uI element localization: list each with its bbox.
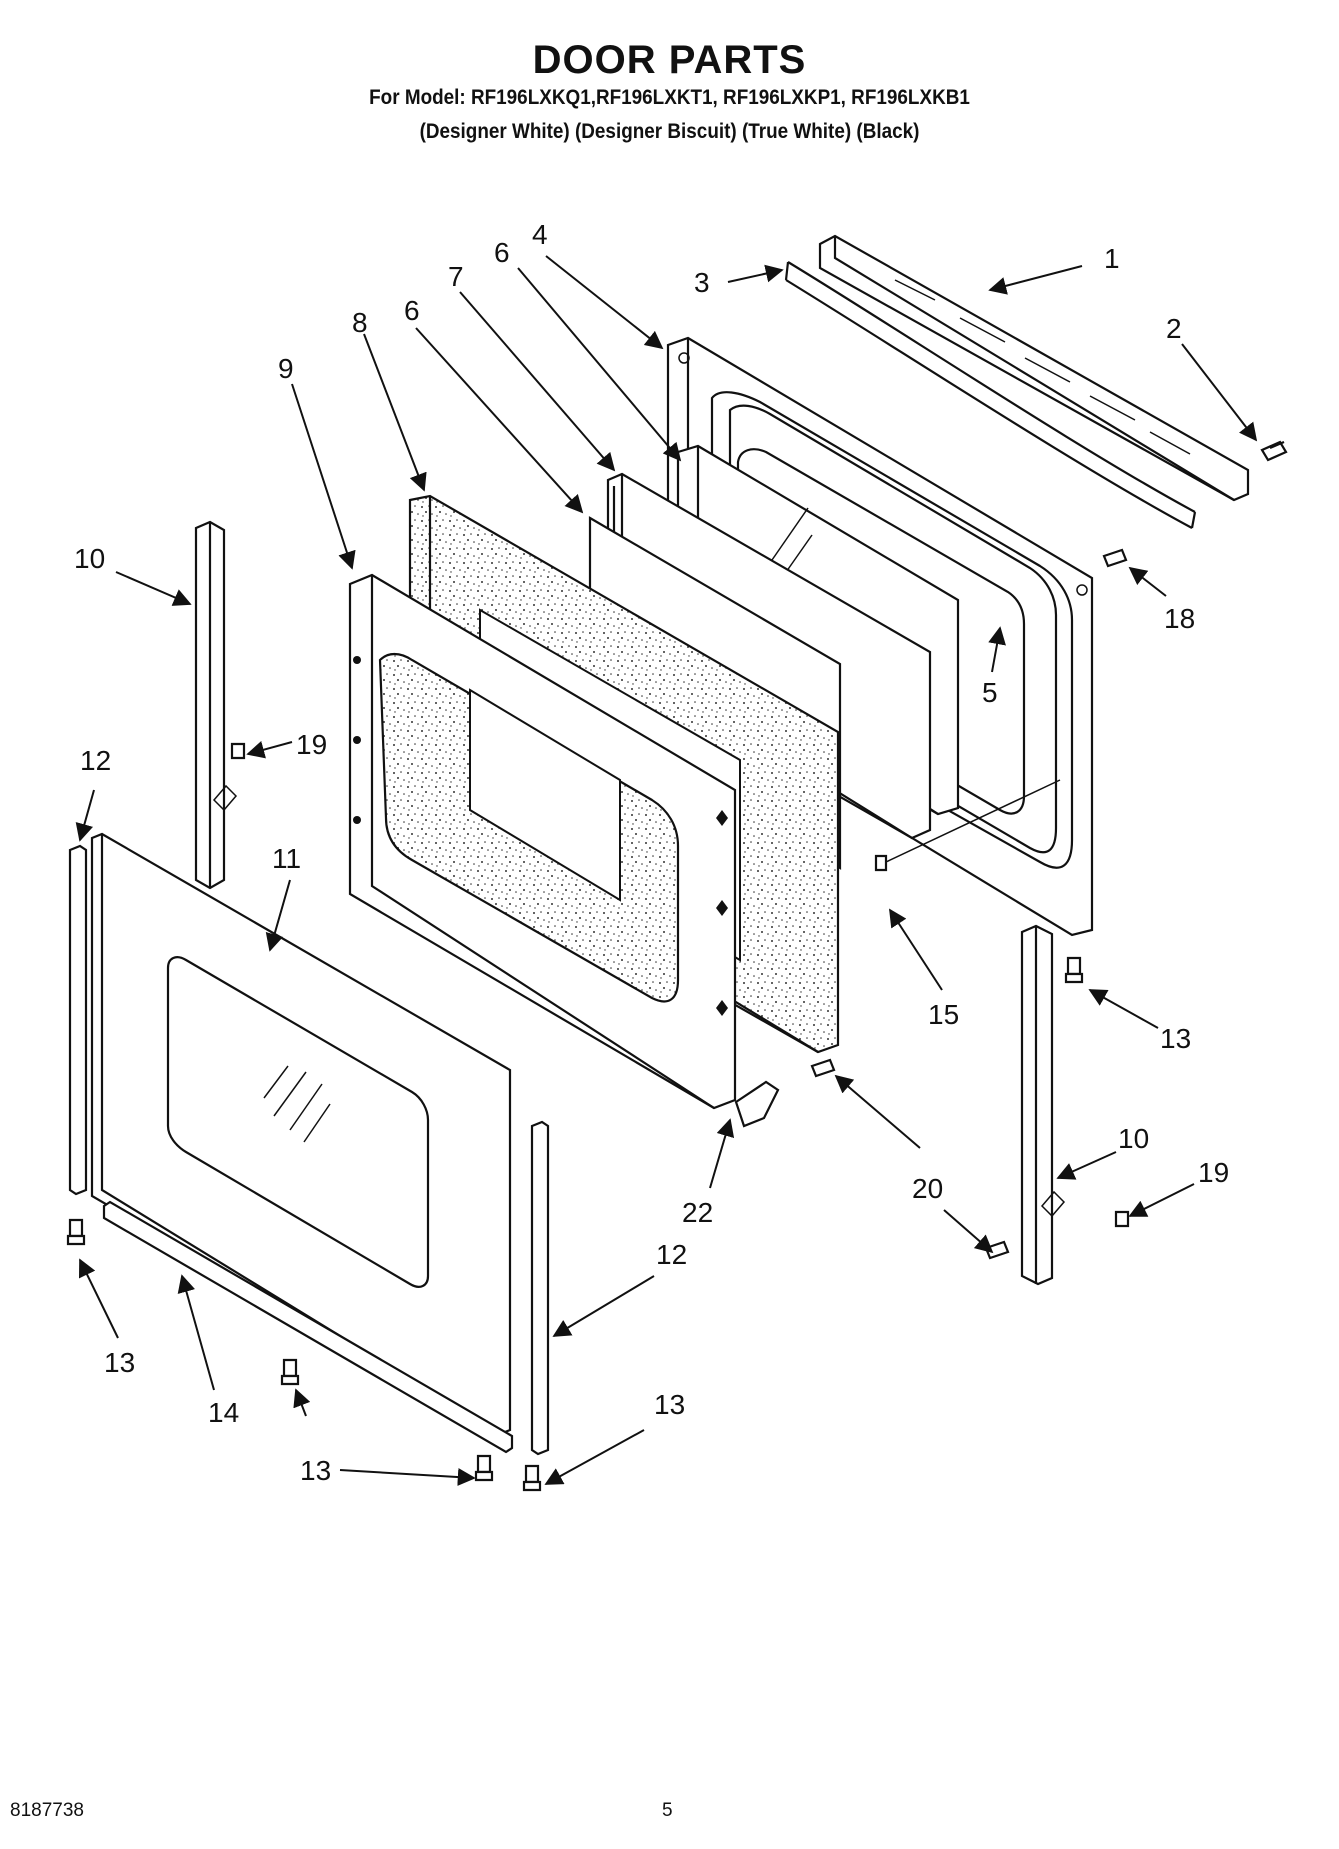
callout-9: 9 (278, 353, 294, 384)
part-3-curved-trim (784, 261, 1197, 529)
callout-12-left: 12 (80, 745, 111, 776)
part-12-side-trim-left (68, 844, 88, 1196)
page-title: DOOR PARTS (532, 38, 807, 82)
part-12-side-trim-right (530, 1120, 550, 1456)
callout-10-right: 10 (1118, 1123, 1149, 1154)
model-numbers-line: For Model: RF196LXKQ1,RF196LXKT1, RF196L… (369, 86, 970, 109)
callout-11: 11 (272, 843, 301, 874)
callout-3: 3 (694, 267, 710, 298)
page-number: 5 (662, 1800, 673, 1821)
callout-7: 7 (448, 261, 464, 292)
color-variants-line: (Designer White) (Designer Biscuit) (Tru… (419, 120, 920, 143)
callout-22: 22 (682, 1197, 713, 1228)
callout-5: 5 (982, 677, 998, 708)
callout-6-front: 6 (404, 295, 420, 326)
callout-12-right: 12 (656, 1239, 687, 1270)
callout-14: 14 (208, 1397, 239, 1428)
callout-13-left: 13 (104, 1347, 135, 1378)
callout-8: 8 (352, 307, 368, 338)
callout-labels: 1 2 3 4 5 6 6 7 8 9 10 10 11 12 12 13 13… (74, 219, 1229, 1486)
part-1-vent-trim (818, 234, 1250, 502)
callout-2: 2 (1166, 313, 1182, 344)
part-10-hinge-right (1020, 924, 1066, 1286)
callout-19-left: 19 (296, 729, 327, 760)
part-14-bottom-trim (102, 1200, 514, 1454)
document-number: 8187738 (10, 1800, 84, 1821)
leader-lines (75, 255, 1258, 1487)
callout-13-bottom: 13 (300, 1455, 331, 1486)
callout-6-rear: 6 (494, 237, 510, 268)
callout-10-left: 10 (74, 543, 105, 574)
callout-1: 1 (1104, 243, 1120, 274)
part-10-hinge-left (194, 520, 238, 890)
callout-13-right: 13 (1160, 1023, 1191, 1054)
callout-18: 18 (1164, 603, 1195, 634)
callout-4: 4 (532, 219, 548, 250)
callout-19-right: 19 (1198, 1157, 1229, 1188)
part-2-screw (1260, 440, 1288, 462)
screws-and-clips (66, 548, 1130, 1492)
callout-13-bottom-right: 13 (654, 1389, 685, 1420)
callout-15: 15 (928, 999, 959, 1030)
part-9-door-frame (348, 573, 737, 1110)
callout-20: 20 (912, 1173, 943, 1204)
